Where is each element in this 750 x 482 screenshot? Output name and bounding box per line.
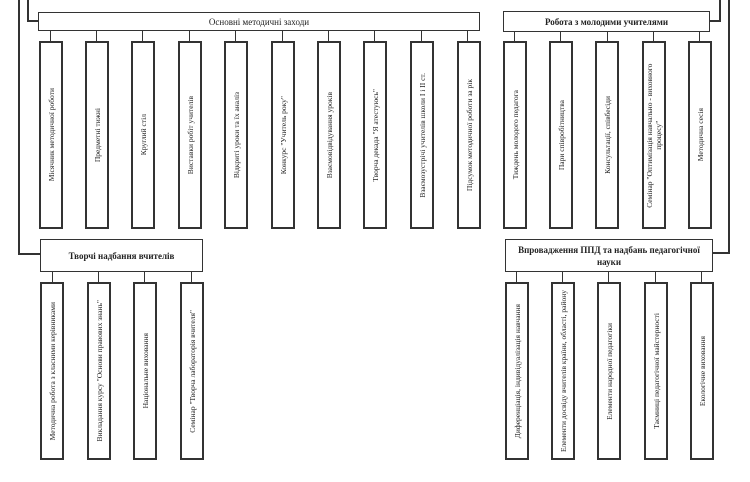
item-label: Семінар "Творча лабораторія вчителя" [187,309,197,433]
stub [608,271,609,282]
item-label: Взаємозустрічі учителів школи I і II ст. [417,72,427,198]
item-label: Відкриті уроки та їх аналіз [231,91,241,179]
main-method-item: Взаємовідвідування уроків [317,41,341,229]
item-label: Взаємовідвідування уроків [324,91,334,179]
header-label: Впровадження ППД та надбань педагогічної… [518,244,700,267]
right-spine-line [728,0,730,254]
top-left-connector-v [27,0,29,21]
implementation-item: Таємниці педагогічної майстерності [644,282,668,460]
item-label: Семінар "Оптимізація навчально - виховно… [645,62,663,208]
main-method-item: Підсумок методичної роботи за рік [457,41,481,229]
stub [655,271,656,282]
left-bottom-connector [18,253,40,255]
creative-item: Викладання курсу "Основи правових знань" [87,282,111,460]
young-teachers-item: Методична сесія [688,41,712,229]
item-label: Місячник методичної роботи [46,88,56,182]
young-teachers-item: Семінар "Оптимізація навчально - виховно… [642,41,666,229]
stub [144,271,145,282]
item-label: Методична сесія [695,108,705,162]
stub [560,31,561,41]
young-teachers-item: Консультації, співбесіди [595,41,619,229]
stub [142,30,143,41]
main-method-item: Творча декада "Я атестуюсь" [363,41,387,229]
item-label: Елементи досвіду вчителів країни, област… [558,289,568,453]
implementation-item: Елементи досвіду вчителів країни, област… [551,282,575,460]
stub [328,30,329,41]
item-label: Предметні тижні [92,107,102,163]
creative-item: Методична робота з класними керівниками [40,282,64,460]
implementation-header: Впровадження ППД та надбань педагогічної… [505,239,713,272]
stub [699,31,700,41]
creative-item: Національне виховання [133,282,157,460]
stub [189,30,190,41]
stub [98,271,99,282]
item-label: Національне виховання [140,333,150,409]
right-bottom-connector [712,252,730,254]
stub [701,271,702,282]
stub [282,30,283,41]
creative-item: Семінар "Творча лабораторія вчителя" [180,282,204,460]
stub [52,271,53,282]
main-method-item: Відкриті уроки та їх аналіз [224,41,248,229]
item-label: Елементи народної педагогіки [604,322,614,420]
header-label: Робота з молодими учителями [544,16,669,27]
stub [562,271,563,282]
item-label: Виставки робіт учителів [185,95,195,175]
header-label: Основні методичні заходи [208,16,310,27]
left-spine-line [18,0,20,254]
main-method-item: Місячник методичної роботи [39,41,63,229]
stub [96,30,97,41]
item-label: Конкурс "Учитель року" [278,95,288,175]
stub [235,30,236,41]
stub [374,30,375,41]
young-teachers-item: Тиждень молодого педагога [503,41,527,229]
stub [467,30,468,41]
implementation-item: Диференціація, індивідуалізація навчання [505,282,529,460]
stub [191,271,192,282]
main-method-item: Взаємозустрічі учителів школи I і II ст. [410,41,434,229]
top-right-connector-v [719,0,721,21]
item-label: Екологічне виховання [697,335,707,407]
item-label: Викладання курсу "Основи правових знань" [94,300,104,442]
stub [607,31,608,41]
item-label: Консультації, співбесіди [602,96,612,174]
young-teachers-item: Пари співробітництва [549,41,573,229]
main-method-item: Конкурс "Учитель року" [271,41,295,229]
main-method-item: Предметні тижні [85,41,109,229]
main-method-item: Круглий стіл [131,41,155,229]
young-teachers-header: Робота з молодими учителями [503,11,710,32]
implementation-item: Елементи народної педагогіки [597,282,621,460]
item-label: Диференціація, індивідуалізація навчання [512,303,522,439]
top-left-connector-h [27,20,39,22]
creative-header: Творчі надбання вчителів [40,239,203,272]
item-label: Таємниці педагогічної майстерності [651,313,661,429]
main-method-item: Виставки робіт учителів [178,41,202,229]
header-label: Творчі надбання вчителів [68,250,175,261]
main-methods-header: Основні методичні заходи [38,12,480,31]
item-label: Підсумок методичної роботи за рік [464,78,474,192]
stub [421,30,422,41]
item-label: Методична робота з класними керівниками [47,301,57,441]
stub [516,271,517,282]
item-label: Круглий стіл [138,114,148,156]
item-label: Тиждень молодого педагога [510,90,520,180]
implementation-item: Екологічне виховання [690,282,714,460]
stub [514,31,515,41]
item-label: Творча декада "Я атестуюсь" [370,88,380,182]
top-right-connector-h [709,20,721,22]
stub [653,31,654,41]
item-label: Пари співробітництва [556,99,566,171]
stub [50,30,51,41]
